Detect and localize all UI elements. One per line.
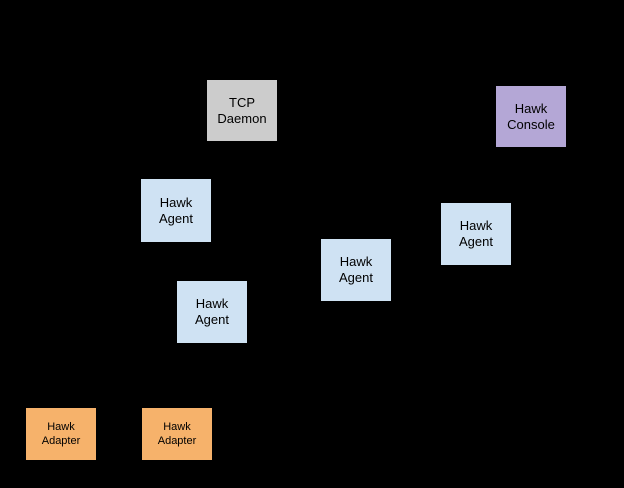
node-label-line: TCP xyxy=(229,94,255,110)
node-hawk-agent-middle: Hawk Agent xyxy=(320,238,392,302)
node-hawk-adapter-1: Hawk Adapter xyxy=(25,407,97,461)
node-label-line: Agent xyxy=(459,234,493,249)
node-label-line: Hawk xyxy=(195,296,229,312)
node-hawk-adapter-2: Hawk Adapter xyxy=(141,407,213,461)
node-hawk-agent-lower-left: Hawk Agent xyxy=(176,280,248,344)
node-label-line: Adapter xyxy=(157,435,197,447)
node-label-line: Hawk xyxy=(459,218,493,234)
node-label-line: Agent xyxy=(339,270,373,285)
node-hawk-console: Hawk Console xyxy=(495,85,567,148)
node-label-line: Hawk xyxy=(514,100,548,116)
node-label-line: Adapter xyxy=(41,435,81,447)
node-label-line: Hawk xyxy=(339,254,373,270)
node-label-line: Console xyxy=(507,116,555,132)
node-label-line: Hawk xyxy=(159,194,193,210)
node-tcp-daemon: TCP Daemon xyxy=(206,79,278,142)
node-label-line: Hawk xyxy=(163,420,191,433)
node-hawk-agent-right: Hawk Agent xyxy=(440,202,512,266)
node-label-line: Hawk xyxy=(47,420,75,433)
node-label-line: Agent xyxy=(195,312,229,327)
node-label-line: Daemon xyxy=(217,110,267,126)
node-label-line: Agent xyxy=(159,210,193,226)
node-hawk-agent-upper-left: Hawk Agent xyxy=(140,178,212,243)
